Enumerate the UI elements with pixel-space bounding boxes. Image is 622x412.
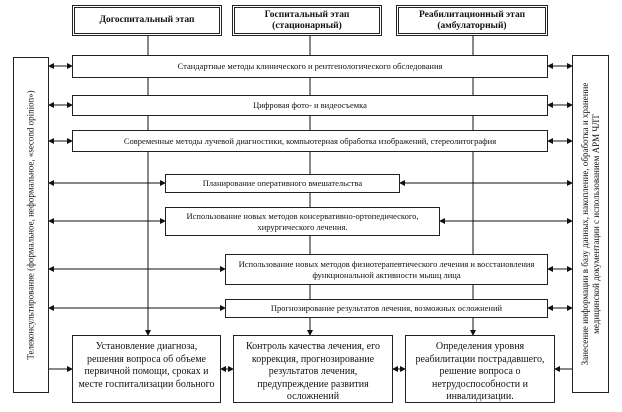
row-label: Стандартные методы клинического и рентге… [177, 61, 443, 72]
stage-prehospital: Догоспитальный этап [72, 5, 222, 36]
row-conservative-methods: Использование новых методов консервативн… [165, 207, 440, 236]
outcome-hospital: Контроль качества лечения, его коррекция… [233, 335, 393, 403]
database-panel: Занесение информации в базу данных, нако… [572, 55, 609, 393]
row-surgery-planning: Планирование оперативного вмешательства [165, 174, 400, 193]
stage-label: Догоспитальный этап [99, 15, 195, 26]
row-label: Прогнозирование результатов лечения, воз… [270, 303, 503, 314]
outcome-label: Установление диагноза, решения вопроса о… [78, 341, 215, 390]
row-label: Использование новых методов физиотерапев… [238, 259, 535, 280]
teleconsulting-panel: Телеконсультирование (формальное, неформ… [13, 57, 49, 393]
stage-hospital: Госпитальный этап (стационарный) [232, 5, 382, 36]
outcome-label: Контроль качества лечения, его коррекция… [246, 341, 380, 402]
row-physiotherapy: Использование новых методов физиотерапев… [225, 254, 548, 285]
outcome-rehabilitation: Определения уровня реабилитации пострада… [405, 335, 555, 403]
panel-label: Занесение информации в базу данных, нако… [579, 82, 601, 366]
outcome-label: Определения уровня реабилитации пострада… [415, 341, 545, 402]
row-standard-methods: Стандартные методы клинического и рентге… [72, 55, 548, 78]
row-label: Планирование оперативного вмешательства [202, 178, 363, 189]
outcome-prehospital: Установление диагноза, решения вопроса о… [72, 335, 221, 403]
stage-rehabilitation: Реабилитационный этап (амбулаторный) [396, 5, 548, 36]
stage-label: Реабилитационный этап (амбулаторный) [418, 9, 526, 31]
row-label: Цифровая фото- и видеосъемка [253, 100, 367, 111]
row-radiology: Современные методы лучевой диагностики, … [72, 130, 548, 152]
panel-label: Телеконсультирование (формальное, неформ… [25, 90, 36, 360]
row-prognosis: Прогнозирование результатов лечения, воз… [225, 299, 548, 318]
row-label: Современные методы лучевой диагностики, … [123, 135, 497, 146]
row-label: Использование новых методов консервативн… [186, 211, 419, 232]
row-digital-photo: Цифровая фото- и видеосъемка [72, 95, 548, 116]
stage-label: Госпитальный этап (стационарный) [264, 9, 350, 31]
